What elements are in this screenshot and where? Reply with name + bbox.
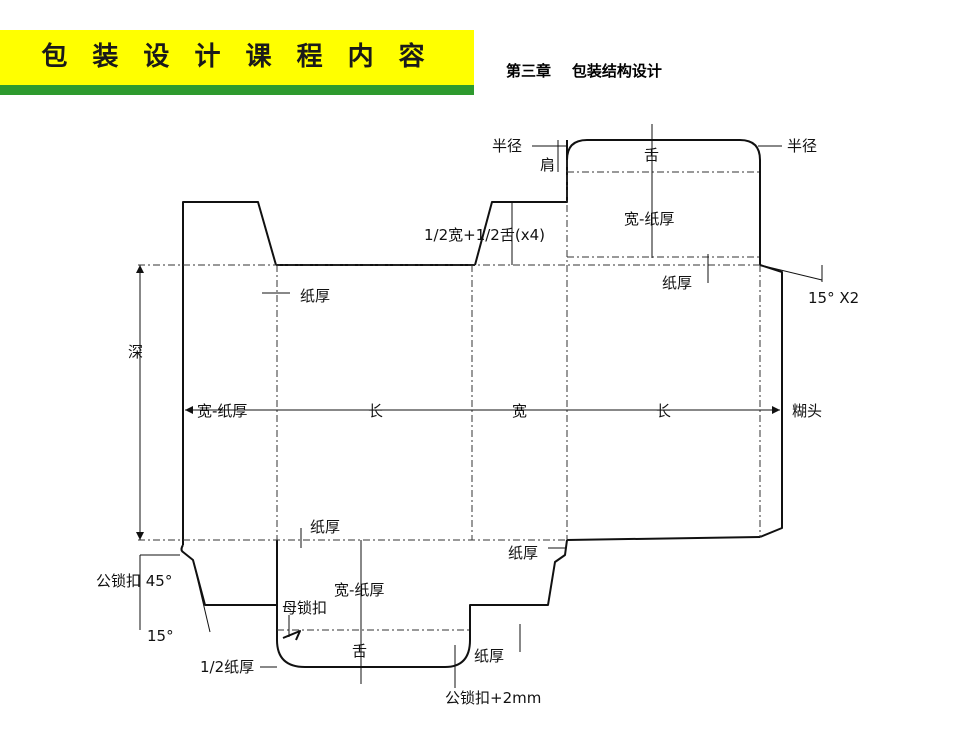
width-minus-thickness-left-label: 宽-纸厚: [197, 402, 247, 420]
top-left-dust-flap-outline: [182, 201, 277, 266]
angle-15-x2-label: 15° X2: [808, 289, 859, 307]
radius-right-label: 半径: [787, 137, 817, 155]
bottom-left-lock-flap-outline: [180, 544, 277, 606]
paper-thickness-left-label: 纸厚: [300, 287, 330, 305]
bottom-edge-right-panel: [566, 536, 761, 541]
paper-thickness-bottom-left-label: 纸厚: [310, 518, 340, 536]
mid-arrow-left: [185, 406, 193, 414]
paper-thickness-bottom-mid-label: 纸厚: [508, 544, 538, 562]
depth-arrow-top: [136, 265, 144, 273]
width-minus-thickness-bottom-label: 宽-纸厚: [334, 581, 384, 599]
bottom-tuck-flap-outline: [276, 539, 568, 668]
length-2-label: 长: [656, 402, 671, 420]
chapter-subtitle: 第三章 包装结构设计: [506, 62, 662, 80]
mid-arrow-right: [772, 406, 780, 414]
male-lock-plus-2mm-label: 公锁扣+2mm: [445, 689, 541, 707]
male-lock-45-label: 公锁扣 45°: [96, 572, 172, 590]
female-lock-label: 母锁扣: [282, 599, 327, 617]
depth-arrow-bottom: [136, 532, 144, 540]
width-panel-label: 宽: [512, 402, 527, 420]
glue-flap-label: 糊头: [792, 402, 822, 420]
title-bar-background: [0, 30, 474, 85]
angle-15-label: 15°: [147, 627, 174, 645]
top-tuck-flap-outline: [566, 139, 761, 265]
tongue-bottom-label: 舌: [352, 642, 367, 660]
radius-left-label: 半径: [492, 137, 522, 155]
paper-thickness-top-right-label: 纸厚: [662, 274, 692, 292]
shoulder-label: 肩: [540, 156, 555, 174]
half-width-half-tongue-label: 1/2宽+1/2舌(x4): [424, 226, 545, 244]
page-title: 包 装 设 计 课 程 内 容: [41, 42, 433, 72]
tongue-top-label: 舌: [644, 146, 659, 164]
length-1-label: 长: [368, 402, 383, 420]
half-paper-thickness-label: 1/2纸厚: [200, 658, 254, 676]
angle-15-x2-leader: [759, 264, 823, 281]
depth-label: 深: [128, 343, 143, 361]
paper-thickness-bottom-right-label: 纸厚: [474, 647, 504, 665]
width-minus-thickness-top-label: 宽-纸厚: [624, 210, 674, 228]
title-bar-accent-line: [0, 85, 474, 95]
female-lock-notch: [282, 630, 301, 641]
angle-15-leader: [192, 559, 211, 633]
glue-flap-outline: [759, 264, 783, 538]
